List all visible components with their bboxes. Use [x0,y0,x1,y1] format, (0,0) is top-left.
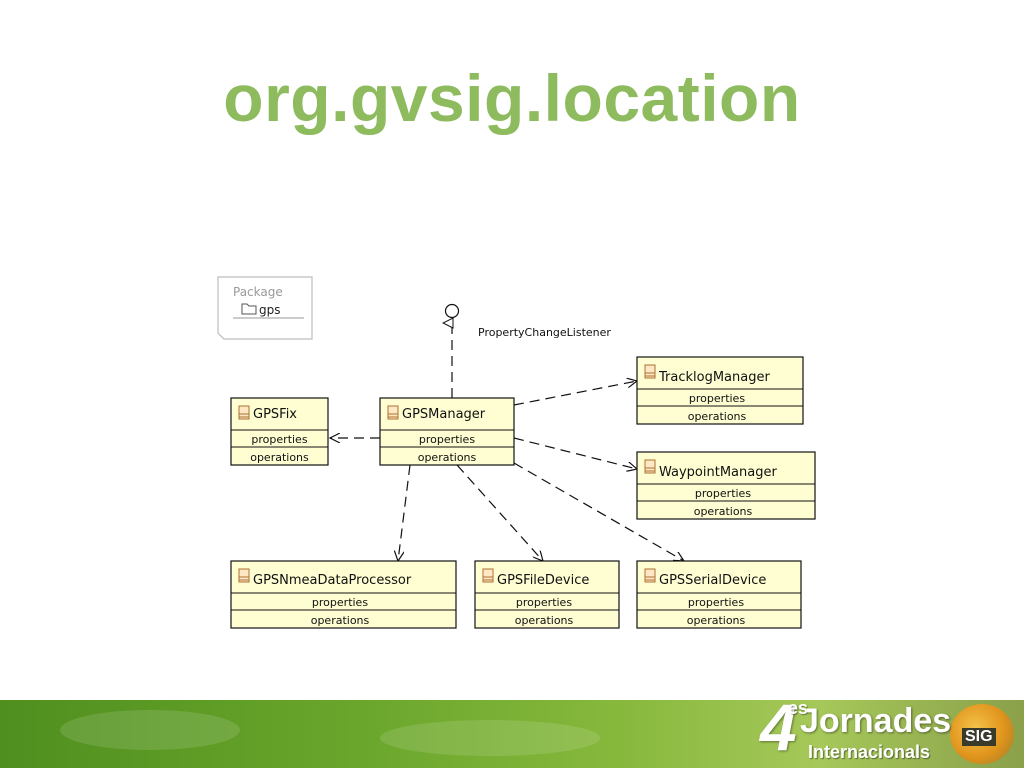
class-name: TracklogManager [658,370,770,385]
class-gpsserialdevice: GPSSerialDevice properties operations [636,560,802,629]
properties-label: properties [312,596,368,609]
logo-badge: SIG [962,728,996,746]
dependency-nmea [398,464,411,561]
logo-number: 4 [760,690,797,764]
class-icon [238,405,250,420]
dependency-waypoint [513,437,637,469]
class-icon [482,568,494,583]
package-label: Package [233,285,283,299]
package-box: Package gps [217,276,313,340]
class-icon [387,405,399,420]
properties-label: properties [419,433,475,446]
footer-texture [60,710,240,750]
footer-banner [0,700,1024,768]
properties-label: properties [251,433,307,446]
class-gpsmanager: GPSManager properties operations [379,397,515,466]
class-name: GPSFileDevice [497,573,589,588]
operations-label: operations [515,614,574,627]
class-name: GPSSerialDevice [659,573,766,588]
logo-word: Jornades [800,702,952,740]
package-name: gps [259,303,281,317]
class-waypointmanager: WaypointManager properties operations [636,451,816,520]
properties-label: properties [688,596,744,609]
operations-label: operations [687,614,746,627]
class-icon [644,568,656,583]
dependency-filedevice [456,464,543,561]
class-icon [644,364,656,379]
relationships [330,323,684,561]
operations-label: operations [688,410,747,423]
footer-texture [380,720,600,756]
class-gpsfiledevice: GPSFileDevice properties operations [474,560,620,629]
slide-title: org.gvsig.location [223,61,801,135]
class-icon [238,568,250,583]
uml-class-diagram: Package gps PropertyChangeListener GPSFi… [217,276,816,629]
properties-label: properties [689,392,745,405]
class-gpsnmeadataprocessor: GPSNmeaDataProcessor properties operatio… [230,560,457,629]
operations-label: operations [250,451,309,464]
properties-label: properties [695,487,751,500]
logo-subword: Internacionals [808,742,931,762]
class-name: GPSManager [402,407,486,422]
operations-label: operations [311,614,370,627]
logo-superscript: es [788,698,809,718]
dependency-tracklog [513,381,637,406]
operations-label: operations [418,451,477,464]
dependency-serialdevice [513,462,684,561]
class-gpsfix: GPSFix properties operations [230,397,329,466]
class-tracklogmanager: TracklogManager properties operations [636,356,804,425]
operations-label: operations [694,505,753,518]
interface-label: PropertyChangeListener [478,326,611,339]
properties-label: properties [516,596,572,609]
class-icon [644,459,656,474]
interface-lollipop: PropertyChangeListener [444,303,611,339]
class-name: GPSFix [253,407,297,422]
class-name: WaypointManager [659,465,777,480]
class-name: GPSNmeaDataProcessor [253,573,412,588]
folder-icon [241,303,257,315]
